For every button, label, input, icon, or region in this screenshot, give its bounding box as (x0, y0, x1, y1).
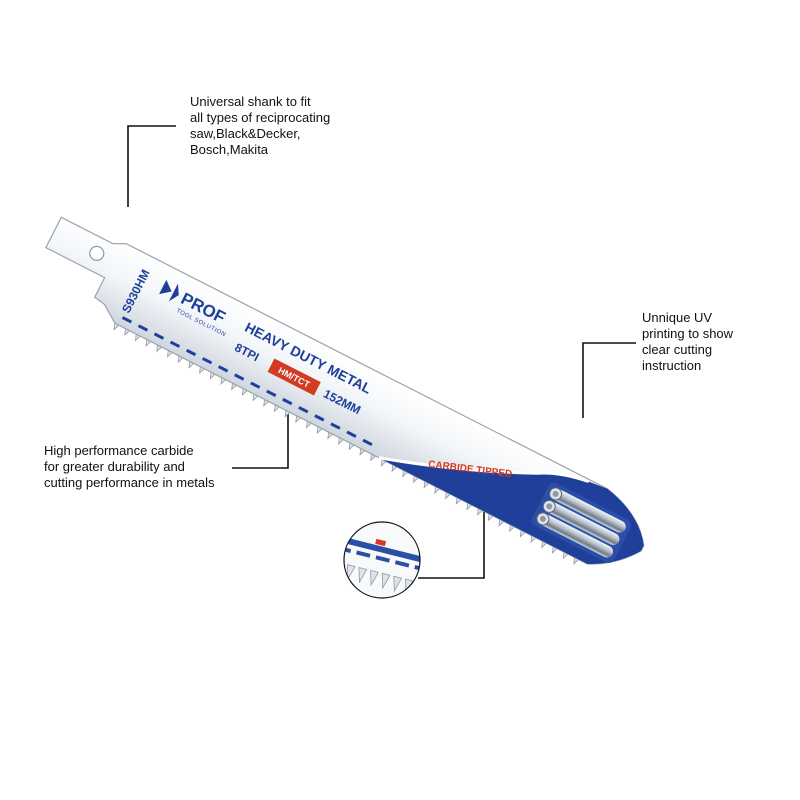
callout-carbide-line-2: for greater durability and (44, 459, 185, 474)
shank-hole (89, 245, 105, 261)
callout-uv-line-4: instruction (642, 358, 702, 373)
callout-shank: Universal shank to fit all types of reci… (190, 94, 330, 158)
leader-uv (582, 342, 636, 418)
cut-guide-marks (121, 316, 373, 446)
callout-shank-line-3: saw,Black&Decker, (190, 126, 301, 141)
ribbon-edge (378, 456, 590, 484)
badge-box (267, 358, 321, 396)
callout-uv: Unnique UV printing to show clear cuttin… (642, 310, 733, 374)
callout-uv-line-2: printing to show (642, 326, 734, 341)
callout-shank-line-4: Bosch,Makita (190, 142, 269, 157)
brand-mark-icon (159, 279, 179, 302)
pipes-image (531, 482, 632, 563)
leader-shank (127, 125, 176, 207)
callout-shank-line-2: all types of reciprocating (190, 110, 331, 125)
saw-blade: S930HM PROF TOOL SOLUTION HEAVY DUTY MET… (45, 216, 645, 565)
zoom-circle (343, 521, 421, 599)
callout-carbide-line-3: cutting performance in metals (44, 475, 215, 490)
callout-uv-line-1: Unnique UV (642, 310, 713, 325)
zoom-detail (343, 521, 421, 599)
callout-carbide-line-1: High performance carbide (44, 443, 194, 458)
callout-carbide: High performance carbide for greater dur… (44, 443, 215, 491)
callout-shank-line-1: Universal shank to fit (190, 94, 311, 109)
callout-uv-line-3: clear cutting (642, 342, 713, 357)
